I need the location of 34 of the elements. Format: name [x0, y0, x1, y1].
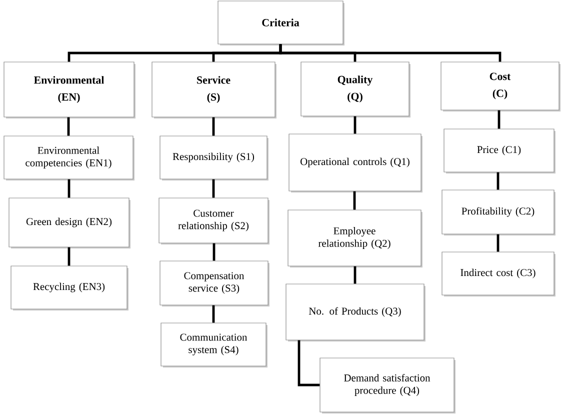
category-box: Cost (C) [440, 62, 560, 112]
criterion-box: No. of Products (Q3) [286, 284, 426, 342]
criterion-box: Recycling (EN3) [10, 266, 128, 310]
criterion-box: Employee relationship (Q2) [288, 210, 422, 268]
connector-line [298, 340, 320, 386]
criterion-box: Indirect cost (C3) [442, 252, 556, 296]
criterion-box: Compensation service (S3) [160, 260, 270, 306]
connector-line [353, 191, 356, 210]
criterion-box: Environmental competencies (EN1) [4, 136, 134, 180]
category-box: Quality (Q) [300, 62, 410, 118]
category-box: Service (S) [152, 62, 276, 118]
criterion-box: Green design (EN2) [8, 198, 130, 248]
connector-line [496, 234, 500, 252]
criterion-box: Operational controls (Q1) [288, 134, 422, 192]
criterion-box: Profitability (C2) [442, 190, 556, 236]
criterion-box: Price (C1) [444, 128, 556, 174]
connector-line [68, 179, 70, 198]
connector-line [279, 44, 502, 62]
category-box: Environmental (EN) [4, 62, 136, 118]
connector-line [67, 117, 70, 136]
connector-line [68, 247, 70, 266]
criterion-box: Demand satisfaction procedure (Q4) [320, 358, 456, 414]
connector-line [212, 117, 215, 136]
connector-line [496, 172, 500, 190]
connector-line [354, 266, 356, 284]
connector-line [354, 116, 356, 134]
connector-line [212, 179, 215, 198]
criterion-box: Customer relationship (S2) [158, 198, 270, 244]
connector-line [498, 110, 500, 129]
criterion-box: Responsibility (S1) [160, 136, 268, 180]
criterion-box: Communication system (S4) [160, 322, 268, 368]
criteria-box: Criteria [218, 0, 344, 46]
connector-line [212, 243, 216, 261]
connector-line [212, 305, 215, 323]
